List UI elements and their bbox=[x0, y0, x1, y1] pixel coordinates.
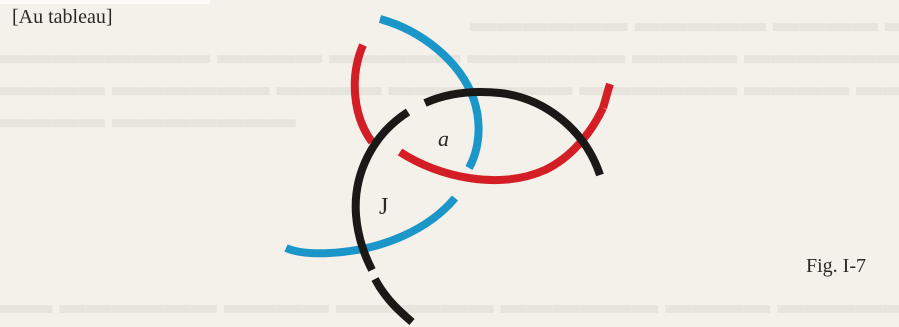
figure-number-label: Fig. I-7 bbox=[806, 255, 866, 278]
red-arc-left bbox=[355, 45, 372, 142]
blue-arc-lower bbox=[286, 198, 455, 253]
black-arc-top bbox=[425, 92, 600, 175]
letter-j-label: J bbox=[379, 194, 388, 220]
letter-a-label: a bbox=[438, 126, 449, 151]
black-arc-tail bbox=[375, 279, 412, 322]
red-arc-bottom bbox=[400, 108, 603, 180]
red-arc-right-tip bbox=[603, 84, 610, 108]
